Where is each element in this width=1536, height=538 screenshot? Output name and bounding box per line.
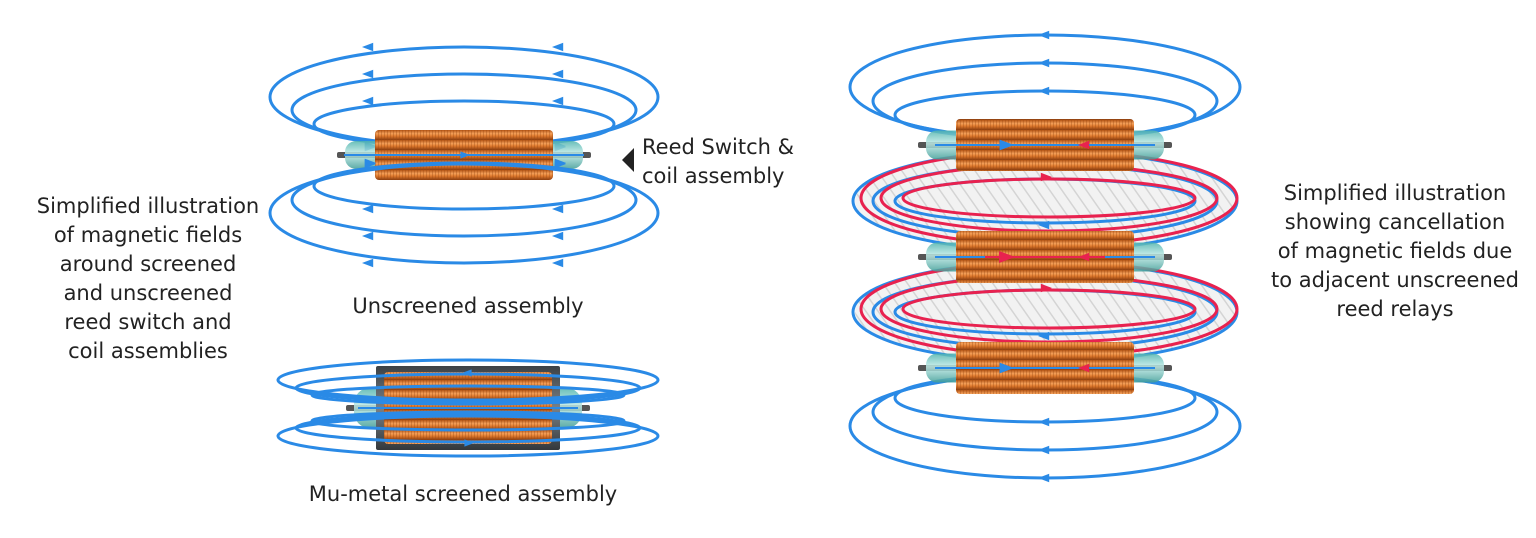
- field-line: [276, 358, 660, 402]
- field-arrow-icon: [552, 42, 564, 52]
- callout-line: coil assembly: [642, 164, 785, 188]
- right-caption-line: of magnetic fields due: [1277, 239, 1513, 263]
- field-arrow-icon: [1078, 363, 1090, 373]
- field-arrow-icon: [1078, 140, 1090, 150]
- field-arrow-icon: [1038, 30, 1050, 40]
- callout-label: Reed Switch & coil assembly: [642, 133, 812, 191]
- right-caption-line: reed relays: [1336, 297, 1454, 321]
- field-arrow-icon: [460, 151, 470, 159]
- field-arrow-icon: [1038, 445, 1050, 455]
- field-arrow-icon: [1038, 473, 1050, 483]
- field-arrow-icon: [1038, 417, 1050, 427]
- field-arrow-icon: [362, 231, 374, 241]
- field-arrow-icon: [552, 96, 564, 106]
- field-line: [276, 414, 660, 458]
- field-arrow-icon: [1038, 331, 1050, 341]
- right-caption-line: showing cancellation: [1284, 210, 1506, 234]
- field-arrow-icon: [552, 231, 564, 241]
- callout-line: Reed Switch &: [642, 135, 794, 159]
- field-arrow-icon: [362, 204, 374, 214]
- field-arrow-icon: [362, 96, 374, 106]
- left-caption-line: around screened: [59, 252, 237, 276]
- field-arrow-icon: [1038, 86, 1050, 96]
- right-caption: Simplified illustration showing cancella…: [1255, 179, 1535, 324]
- field-arrow-icon: [1038, 58, 1050, 68]
- left-caption-line: and unscreened: [63, 281, 233, 305]
- field-line: [268, 161, 660, 265]
- field-arrow-icon: [999, 139, 1014, 151]
- right-caption-line: to adjacent unscreened: [1270, 268, 1520, 292]
- field-arrow-icon: [362, 69, 374, 79]
- field-arrow-icon: [462, 369, 472, 377]
- field-arrow-icon: [362, 42, 374, 52]
- field-arrow-icon: [554, 158, 566, 168]
- left-caption-line: coil assemblies: [68, 339, 228, 363]
- field-arrow-icon: [1040, 283, 1052, 293]
- field-arrow-icon: [552, 258, 564, 268]
- adjacent-relays-figure: [848, 30, 1242, 483]
- field-arrow-icon: [999, 362, 1014, 374]
- field-arrow-icon: [552, 204, 564, 214]
- unscreened-assembly-figure: [268, 42, 660, 268]
- mu-metal-screened-assembly-figure: [276, 358, 660, 458]
- field-line-opposing: [901, 177, 1197, 219]
- field-line: [310, 384, 626, 406]
- screened-label: Mu-metal screened assembly: [308, 482, 618, 506]
- field-arrow-icon: [1038, 220, 1050, 230]
- right-caption-line: Simplified illustration: [1283, 181, 1507, 205]
- unscreened-label: Unscreened assembly: [352, 294, 584, 318]
- left-caption-line: of magnetic fields: [53, 223, 243, 247]
- field-line-opposing: [901, 288, 1197, 330]
- field-arrow-icon: [362, 258, 374, 268]
- left-caption-line: reed switch and: [64, 310, 232, 334]
- field-arrow-icon: [999, 251, 1015, 263]
- field-arrow-icon: [1040, 172, 1052, 182]
- left-caption: Simplified illustration of magnetic fiel…: [20, 192, 276, 366]
- field-arrow-icon: [464, 439, 474, 447]
- left-caption-line: Simplified illustration: [36, 194, 260, 218]
- field-arrow-icon: [552, 69, 564, 79]
- callout-pointer-icon: [622, 148, 634, 172]
- field-line: [310, 410, 626, 432]
- field-arrow-icon: [364, 158, 376, 168]
